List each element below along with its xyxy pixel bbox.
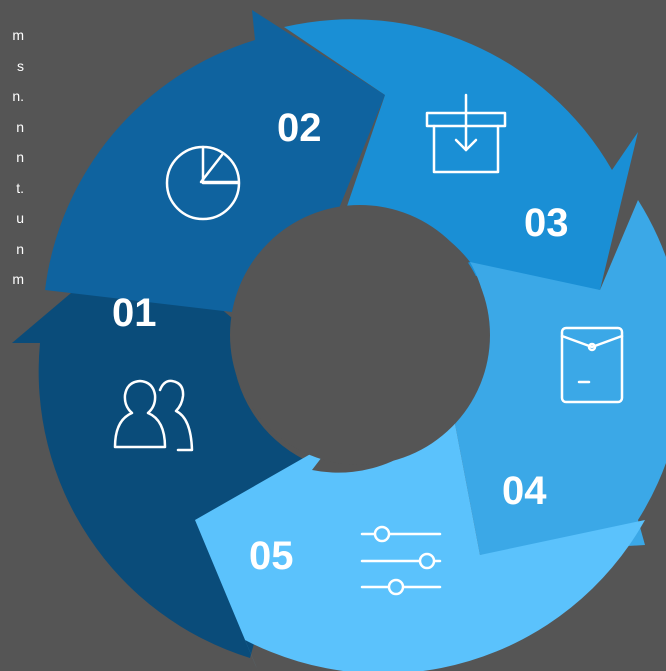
left-text-fragment: s xyxy=(17,57,24,74)
step-number-01: 01 xyxy=(112,291,157,335)
left-text-fragment: n. xyxy=(12,88,24,104)
sliders-icon xyxy=(360,525,442,596)
left-text-fragment: n xyxy=(16,118,24,135)
step-number-03: 03 xyxy=(524,201,569,245)
step-number-04: 04 xyxy=(502,469,547,513)
segment-02 xyxy=(45,10,385,312)
left-text-fragment: u xyxy=(16,210,24,226)
left-text-fragment: m xyxy=(12,27,24,43)
left-text-fragment: n xyxy=(16,149,24,165)
left-text-fragment: m xyxy=(12,271,24,287)
inbox-download-icon xyxy=(425,93,507,174)
pie-chart-icon xyxy=(165,145,241,221)
segment-05 xyxy=(195,408,645,671)
left-text-column: m s n. n n t. u n m xyxy=(0,20,24,295)
step-number-02: 02 xyxy=(277,106,322,150)
center-hole xyxy=(230,205,490,465)
segment-04 xyxy=(452,200,666,555)
left-text-fragment: t. xyxy=(16,179,24,196)
segment-03 xyxy=(284,19,638,290)
users-icon xyxy=(113,379,194,452)
left-text-fragment: n xyxy=(16,240,24,257)
envelope-icon xyxy=(560,326,624,404)
step-number-05: 05 xyxy=(249,534,294,578)
